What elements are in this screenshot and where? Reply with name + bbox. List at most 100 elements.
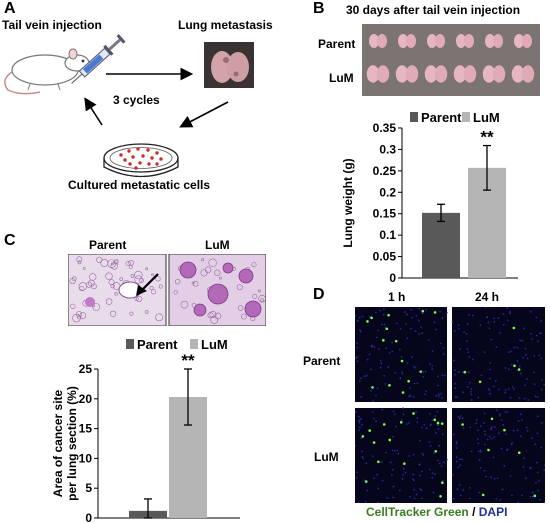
dapi-nucleus (355, 444, 357, 447)
celltracker-cell (370, 316, 373, 320)
y-axis-label: Area of cancer site (51, 389, 65, 497)
y-tick-label: 10 (79, 451, 93, 465)
lung-sample (456, 34, 466, 48)
dapi-nucleus (371, 411, 374, 413)
dapi-nucleus (487, 387, 490, 390)
histology-label-lum: LuM (205, 238, 230, 252)
dapi-nucleus (360, 417, 362, 420)
dapi-nucleus (432, 491, 435, 494)
dapi-nucleus (383, 323, 386, 326)
celltracker-cell (400, 359, 404, 363)
dapi-nucleus (488, 327, 491, 330)
dapi-nucleus (490, 427, 493, 430)
dapi-nucleus (441, 433, 444, 435)
lung-sample (369, 34, 379, 48)
dapi-nucleus (484, 307, 487, 308)
dapi-nucleus (459, 348, 461, 351)
y-axis-label: per lung section (%) (65, 386, 79, 501)
dapi-nucleus (361, 450, 364, 453)
dapi-nucleus (535, 334, 538, 337)
dapi-nucleus (497, 432, 500, 435)
cycles-label: 3 cycles (113, 93, 160, 107)
dapi-nucleus (366, 489, 369, 492)
dapi-nucleus (480, 451, 482, 453)
lung-sample (463, 65, 477, 83)
dapi-nucleus (543, 383, 545, 386)
dapi-nucleus (466, 323, 469, 325)
tissue-texture (145, 310, 149, 314)
tissue-texture (192, 280, 199, 287)
lung-sample (511, 65, 525, 83)
dapi-nucleus (385, 347, 387, 350)
dapi-nucleus (358, 316, 361, 319)
dapi-nucleus (529, 495, 532, 498)
dapi-nucleus (376, 473, 379, 476)
tissue-texture (180, 300, 189, 309)
dapi-nucleus (527, 399, 530, 402)
celltracker-cell (382, 339, 385, 342)
dapi-nucleus (357, 420, 360, 423)
dapi-nucleus (516, 346, 519, 349)
dapi-nucleus (531, 437, 534, 440)
tissue-texture (128, 260, 134, 266)
celltracker-cell (387, 313, 390, 317)
dapi-nucleus (413, 382, 416, 385)
dapi-nucleus (471, 358, 474, 361)
tissue-texture (130, 274, 135, 278)
tissue-texture (240, 313, 247, 320)
celltracker-cell (377, 460, 380, 464)
lung-sample (395, 65, 409, 83)
dapi-nucleus (540, 421, 543, 424)
dapi-nucleus (522, 327, 525, 330)
dapi-nucleus (524, 477, 527, 480)
dapi-nucleus (441, 317, 444, 319)
celltracker-cell (364, 480, 368, 483)
celltracker-cell (487, 448, 490, 452)
dapi-nucleus (463, 331, 465, 334)
tissue-texture (114, 259, 119, 264)
dapi-nucleus (510, 363, 513, 366)
celltracker-cell (461, 423, 464, 426)
dapi-nucleus (536, 432, 539, 435)
dapi-nucleus (469, 381, 471, 384)
lung-sample (377, 34, 387, 48)
dapi-nucleus (409, 387, 411, 389)
dapi-nucleus (364, 500, 367, 503)
dapi-nucleus (392, 469, 394, 471)
dapi-nucleus (483, 469, 486, 472)
tumor-nodule (244, 300, 262, 318)
celltracker-cell (481, 493, 485, 497)
tumor-nodule (238, 268, 254, 284)
dapi-nucleus (415, 493, 418, 496)
celltracker-cell (433, 311, 437, 314)
dapi-nucleus (517, 501, 520, 503)
dapi-nucleus (504, 410, 507, 413)
dapi-nucleus (509, 312, 511, 315)
tissue-texture (92, 303, 101, 311)
tissue-texture (252, 293, 258, 299)
dapi-nucleus (406, 361, 409, 364)
mouse-icon (4, 48, 90, 95)
dapi-nucleus (420, 326, 423, 329)
dapi-nucleus (461, 416, 464, 419)
lung-sample (464, 34, 474, 48)
lung-sample (406, 34, 416, 48)
tissue-texture (110, 310, 117, 317)
dapi-nucleus (543, 464, 545, 467)
dapi-nucleus (392, 410, 395, 413)
tissue-texture (86, 281, 92, 288)
lung-photo (204, 42, 254, 88)
dapi-nucleus (355, 411, 357, 413)
tumor-nodule (85, 297, 95, 307)
lung-sample (366, 65, 380, 83)
tissue-texture (158, 284, 163, 289)
celltracker-cell (433, 418, 437, 422)
lung-sample (405, 65, 419, 83)
tissue-texture (201, 258, 205, 262)
legend-swatch-lum (190, 339, 198, 349)
dapi-nucleus (530, 338, 533, 340)
dapi-nucleus (455, 460, 458, 463)
dapi-nucleus (360, 377, 363, 380)
y-tick-label: 0.15 (373, 207, 397, 221)
dapi-nucleus (451, 473, 454, 476)
